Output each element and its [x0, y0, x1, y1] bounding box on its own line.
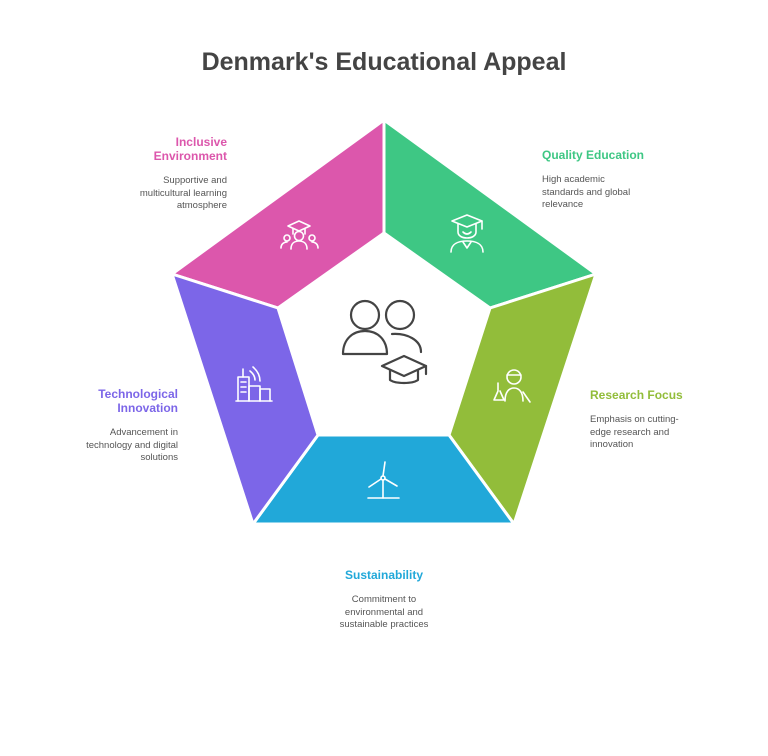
scientist-icon — [493, 369, 531, 403]
label-sustainability: Sustainability Commitment to environment… — [304, 568, 464, 632]
label-technological-innovation: Technological Innovation Advancement in … — [68, 387, 178, 465]
label-inclusive-environment: Inclusive Environment Supportive and mul… — [126, 135, 227, 213]
label-description: Supportive and multicultural learning at… — [126, 175, 227, 213]
segment-technological-innovation — [170, 272, 320, 526]
label-quality-education: Quality Education High academic standard… — [542, 148, 672, 212]
label-title: Technological Innovation — [68, 387, 178, 415]
description-line: multicultural learning — [139, 187, 227, 199]
description-line: edge research and — [590, 426, 670, 438]
diverse-students-icon — [280, 220, 319, 250]
description-line: Commitment to — [351, 594, 417, 605]
description-line: sustainable practices — [339, 619, 429, 630]
page-title: Denmark's Educational Appeal — [201, 48, 567, 76]
description-line: atmosphere — [176, 200, 227, 211]
smart-building-icon — [235, 366, 273, 402]
title-line: Inclusive Environment — [153, 135, 227, 163]
title-line: Technological Innovation — [98, 387, 178, 415]
label-description: High academic standards and global relev… — [542, 174, 672, 212]
students-graduation-icon — [341, 299, 428, 385]
description-line: relevance — [542, 199, 584, 210]
description-line: Supportive and — [163, 175, 227, 186]
graduate-icon — [450, 214, 484, 253]
label-description: Advancement in technology and digital so… — [68, 427, 178, 465]
wind-turbine-icon — [367, 461, 400, 499]
description-line: innovation — [590, 439, 634, 450]
description-line: Advancement in — [109, 427, 178, 438]
description-line: Emphasis on cutting- — [590, 414, 679, 425]
label-title: Sustainability — [344, 568, 424, 582]
description-line: environmental and — [344, 606, 424, 618]
description-line: High academic — [542, 174, 605, 185]
label-description: Commitment to environmental and sustaina… — [304, 594, 464, 632]
label-title: Research Focus — [590, 388, 683, 402]
label-title: Inclusive Environment — [126, 135, 227, 163]
description-line: standards and global — [542, 186, 631, 198]
label-title: Quality Education — [542, 148, 645, 162]
label-description: Emphasis on cutting- edge research and i… — [590, 414, 700, 452]
description-line: technology and digital — [86, 439, 178, 451]
label-research-focus: Research Focus Emphasis on cutting- edge… — [590, 388, 700, 452]
description-line: solutions — [140, 452, 179, 463]
